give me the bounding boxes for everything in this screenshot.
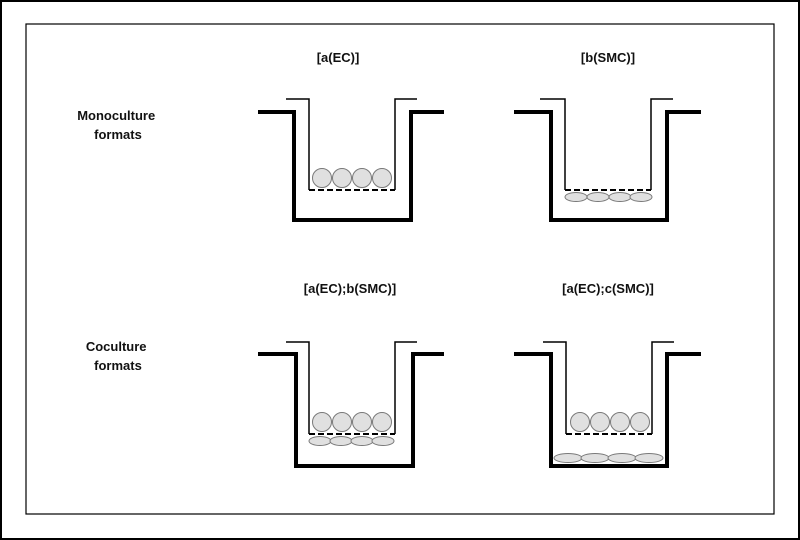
panel-label-a-ec-b-smc: [a(EC);b(SMC)] (304, 281, 396, 296)
smc-cell (350, 436, 374, 446)
insert-left-wall (286, 341, 310, 434)
ec-cell (312, 412, 332, 432)
outer-well (514, 352, 701, 468)
ec-cell (570, 412, 590, 432)
inner-frame (25, 23, 775, 515)
insert-right-wall (650, 98, 673, 190)
smc-cell (607, 453, 637, 463)
ec-cell (590, 412, 610, 432)
ec-cell (372, 412, 392, 432)
panel-label-a-ec-c-smc: [a(EC);c(SMC)] (562, 281, 654, 296)
smc-cell (634, 453, 664, 463)
outer-well (258, 352, 444, 468)
ec-cell (312, 168, 332, 188)
ec-cell (332, 412, 352, 432)
smc-cell (308, 436, 332, 446)
row-label-monoculture: Monoculture formats (77, 108, 159, 142)
insert-right-wall (651, 341, 674, 434)
insert-right-wall (394, 98, 417, 190)
insert-right-wall (394, 341, 417, 434)
row-label-coculture: Coculture formats (86, 339, 150, 373)
smc-cell (580, 453, 610, 463)
row-label-monoculture-line1: Monoculture (77, 108, 155, 123)
ec-cell (352, 168, 372, 188)
outer-well (514, 110, 701, 222)
well-a-ec-c-smc (514, 341, 701, 468)
smc-cell (629, 192, 653, 202)
well-b-smc (514, 98, 701, 222)
well-a-ec (258, 98, 444, 222)
ec-cell (610, 412, 630, 432)
well-a-ec-b-smc (258, 341, 444, 468)
insert-left-wall (540, 98, 566, 190)
insert-left-wall (543, 341, 567, 434)
smc-cell (329, 436, 353, 446)
smc-cell (586, 192, 610, 202)
smc-cell (553, 453, 583, 463)
panel-label-b-smc: [b(SMC)] (581, 50, 635, 65)
outer-well (258, 110, 444, 222)
smc-cell (564, 192, 588, 202)
ec-cell (630, 412, 650, 432)
ec-cell (372, 168, 392, 188)
row-label-coculture-line2: formats (94, 358, 142, 373)
ec-cell (352, 412, 372, 432)
smc-cell (371, 436, 395, 446)
row-label-monoculture-line2: formats (94, 127, 142, 142)
row-label-coculture-line1: Coculture (86, 339, 147, 354)
ec-cell (332, 168, 352, 188)
insert-left-wall (286, 98, 310, 190)
smc-cell (608, 192, 632, 202)
panel-label-a-ec: [a(EC)] (317, 50, 360, 65)
